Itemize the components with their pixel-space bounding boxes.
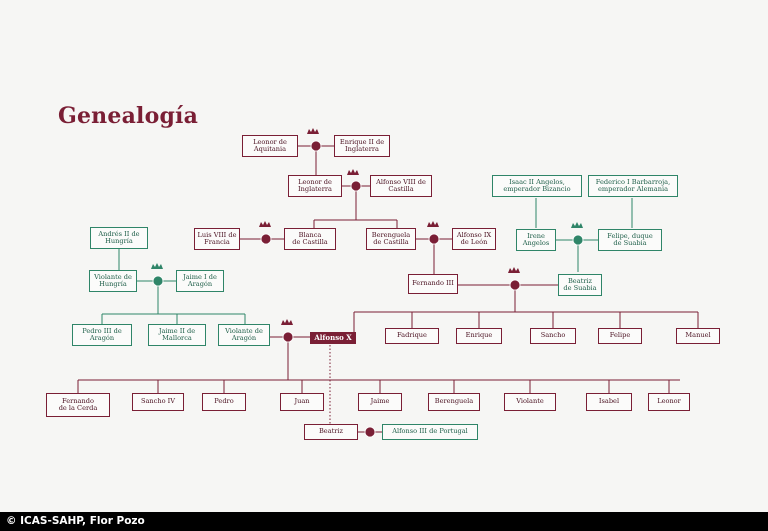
person-leonor: Leonor (648, 393, 690, 411)
person-felipe-suabia: Felipe, duque de Suabia (598, 229, 662, 251)
person-andres-ii: Andrés II de Hungría (90, 227, 148, 249)
family-tree-lines (77, 128, 699, 438)
person-pedro: Pedro (202, 393, 246, 411)
person-juan: Juan (280, 393, 324, 411)
person-felipe: Felipe (598, 328, 642, 344)
person-violante-hungria: Violante de Hungría (89, 270, 137, 292)
person-alfonso-iii-portugal: Alfonso III de Portugal (382, 424, 478, 440)
person-sancho-iv: Sancho IV (132, 393, 184, 411)
person-jaime: Jaime (358, 393, 402, 411)
person-manuel: Manuel (676, 328, 720, 344)
person-jaime-ii-mallorca: Jaime II de Mallorca (148, 324, 206, 346)
person-violante-aragon: Violante de Aragón (218, 324, 270, 346)
person-isaac-ii: Isaac II Angelos, emperador Bizancio (492, 175, 582, 197)
person-leonor-aquitania: Leonor de Aquitania (242, 135, 298, 157)
person-irene: Irene Angelos (516, 229, 556, 251)
person-blanca: Blanca de Castilla (284, 228, 336, 250)
person-enrique-ii: Enrique II de Inglaterra (334, 135, 390, 157)
person-pedro-iii: Pedro III de Aragón (72, 324, 132, 346)
person-fernando-iii: Fernando III (408, 274, 458, 294)
page-title: Genealogía (58, 103, 199, 129)
person-beatriz-suabia: Beatriz de Suabia (558, 274, 602, 296)
person-alfonso-x: Alfonso X (310, 332, 356, 344)
person-fernando-cerda: Fernando de la Cerda (46, 393, 110, 417)
person-alfonso-ix: Alfonso IX de León (452, 228, 496, 250)
person-enrique: Enrique (456, 328, 502, 344)
person-isabel: Isabel (586, 393, 632, 411)
person-berenguela: Berenguela (428, 393, 480, 411)
person-violante: Violante (504, 393, 556, 411)
person-federico-i: Federico I Barbarroja, emperador Alemani… (588, 175, 678, 197)
photo-credit: © ICAS-SAHP, Flor Pozo (0, 512, 768, 531)
person-sancho: Sancho (530, 328, 576, 344)
person-leonor-inglaterra: Leonor de Inglaterra (288, 175, 342, 197)
person-alfonso-viii: Alfonso VIII de Castilla (370, 175, 432, 197)
person-berenguela-castilla: Berenguela de Castilla (366, 228, 416, 250)
person-fadrique: Fadrique (385, 328, 439, 344)
person-jaime-i: Jaime I de Aragón (176, 270, 224, 292)
person-beatriz: Beatriz (304, 424, 358, 440)
person-luis-viii: Luis VIII de Francia (194, 228, 240, 250)
